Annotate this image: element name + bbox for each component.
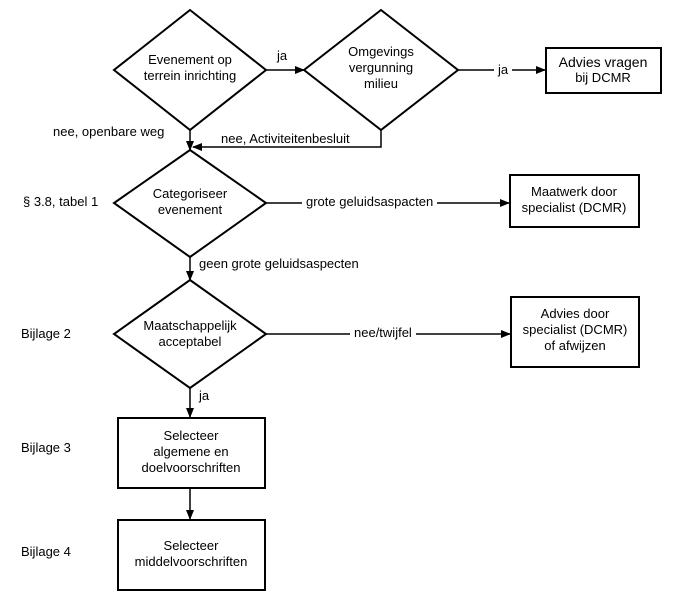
box-advies-dcmr — [545, 47, 662, 94]
side-label-bijlage-2: Bijlage 2 — [21, 326, 71, 341]
node-label-selecteer-algemene: Selecteer algemene en doelvoorschriften — [141, 428, 241, 475]
node-label-omgevings: Omgevings vergunning milieu — [348, 44, 414, 91]
node-label-evenement: Evenement op terrein inrichting — [143, 52, 237, 83]
node-label-advies-dcmr: Advies vragen bij DCMR — [558, 54, 648, 85]
side-label-bijlage-4: Bijlage 4 — [21, 544, 71, 559]
box-maatwerk — [509, 174, 640, 228]
edge-label-ja-3: ja — [199, 388, 210, 403]
edge-label-nee-openbare: nee, openbare weg — [53, 124, 165, 139]
node-label-categoriseer: Categoriseer evenement — [152, 186, 228, 217]
side-label-tabel: § 3.8, tabel 1 — [23, 194, 99, 209]
node-label-advies-specialist: Advies door specialist (DCMR) of afwijze… — [522, 306, 628, 353]
edge-label-ja-1: ja — [277, 48, 288, 63]
box-selecteer-algemene — [117, 417, 266, 489]
edge-label-nee-twijfel: nee/twijfel — [350, 325, 416, 341]
edge-label-nee-activiteiten: nee, Activiteitenbesluit — [221, 131, 350, 146]
node-label-selecteer-middel: Selecteer middelvoorschriften — [134, 538, 248, 569]
side-label-bijlage-3: Bijlage 3 — [21, 440, 71, 455]
box-selecteer-middel — [117, 519, 266, 591]
node-label-maatwerk: Maatwerk door specialist (DCMR) — [521, 184, 627, 215]
box-advies-specialist — [510, 296, 640, 368]
edge-label-ja-2: ja — [494, 62, 513, 78]
arrow-omgevings-to-categoriseer — [192, 130, 382, 151]
edge-label-geen-grote: geen grote geluidsaspecten — [199, 256, 359, 271]
node-label-maatschappelijk: Maatschappelijk acceptabel — [143, 318, 237, 349]
edge-label-grote: grote geluidsaspacten — [302, 194, 438, 210]
